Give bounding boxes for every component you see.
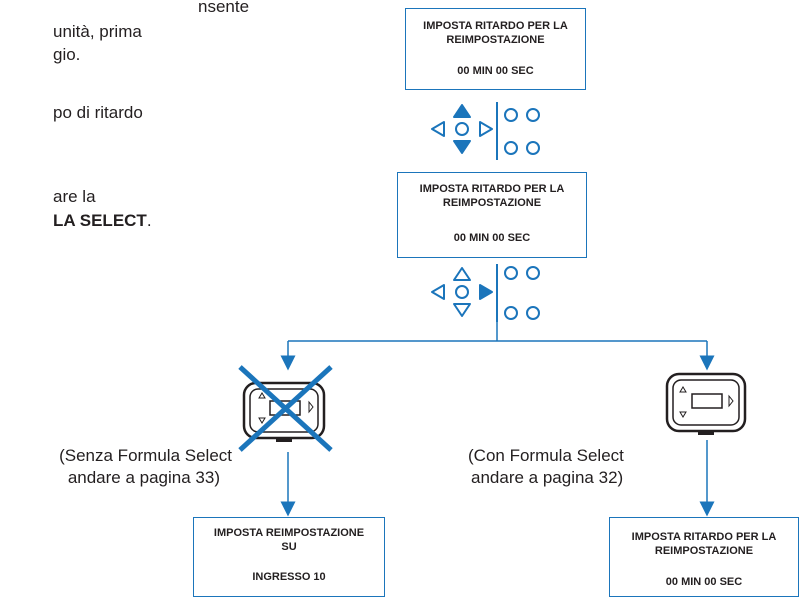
screen-bottom-left-title2: SU	[281, 541, 297, 553]
screen-bottom-left-title1: IMPOSTA REIMPOSTAZIONE	[213, 527, 365, 539]
screen-bottom-left-value: INGRESSO 10	[252, 571, 326, 583]
instruction-line-6: LA SELECT.	[53, 209, 152, 232]
instruction-line-4: po di ritardo	[53, 103, 143, 122]
formula-select-device-crossed-icon	[238, 365, 333, 452]
screen-top: IMPOSTA RITARDO PER LA REIMPOSTAZIONE 00…	[405, 8, 586, 90]
screen-top-value: 00 MIN 00 SEC	[457, 65, 534, 77]
keypad-right-pressed-icon	[431, 264, 540, 322]
screen-top-title1: IMPOSTA RITARDO PER LA	[423, 20, 568, 32]
formula-select-device-icon	[665, 372, 747, 435]
caption-right-line2: andare a pagina 32)	[471, 468, 624, 487]
caption-left-line2: andare a pagina 33)	[67, 468, 220, 487]
screen-bottom-right-title2: REIMPOSTAZIONE	[654, 545, 754, 557]
screen-middle-title2: REIMPOSTAZIONE	[442, 197, 542, 209]
screen-middle: IMPOSTA RITARDO PER LA REIMPOSTAZIONE 00…	[397, 172, 587, 258]
instruction-line-2: unità, prima	[53, 22, 142, 41]
screen-top-title2: REIMPOSTAZIONE	[446, 34, 545, 46]
caption-right-line1: (Con Formula Select	[468, 446, 624, 465]
instruction-line-5: are la	[53, 187, 96, 206]
screen-middle-value: 00 MIN 00 SEC	[453, 232, 531, 244]
keypad-up-down-pressed-icon	[431, 102, 540, 160]
screen-middle-title1: IMPOSTA RITARDO PER LA	[419, 183, 565, 195]
instruction-bold: LA SELECT	[53, 211, 147, 230]
caption-left-line1: (Senza Formula Select	[59, 446, 232, 465]
instruction-line-3: gio.	[53, 45, 81, 64]
screen-bottom-right-title1: IMPOSTA RITARDO PER LA	[631, 531, 777, 543]
instruction-line-1: nsente	[198, 0, 250, 16]
diagram-graphics	[238, 102, 747, 517]
instruction-period: .	[146, 211, 152, 230]
flow-connectors	[280, 322, 715, 517]
